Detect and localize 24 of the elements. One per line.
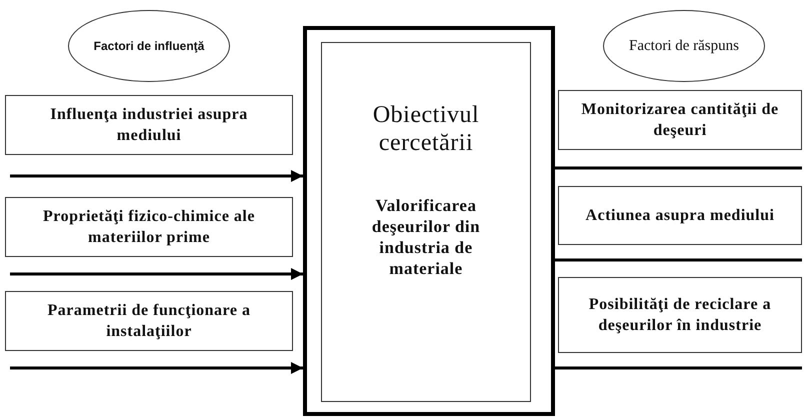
process-box	[5, 95, 293, 155]
box-label: Actiunea asupra mediului	[586, 206, 774, 226]
process-box	[558, 277, 802, 353]
box-label: Monitorizarea cantităţii de deşeuri	[580, 100, 780, 141]
connector-line	[555, 166, 802, 170]
arrow	[10, 268, 303, 280]
connector-line	[555, 366, 802, 370]
box-label: Valorificarea deşeurilor din industria de materiale	[370, 195, 482, 279]
box-label: Influenţa industriei asupra mediului	[49, 105, 249, 146]
process-box	[321, 42, 531, 402]
arrow	[10, 170, 303, 182]
process-box	[5, 197, 293, 257]
box-label: Parametrii de funcţionare a instalaţiilor	[46, 301, 252, 342]
connector-line	[555, 258, 802, 262]
ellipse-label: Factori de răspuns	[629, 36, 739, 56]
arrow	[10, 362, 303, 374]
process-box	[558, 90, 802, 150]
box-label: Posibilităţi de reciclare a deşeurilor în industrie	[588, 295, 772, 336]
box-heading: Obiectivul cercetării	[372, 101, 480, 157]
box-label: Proprietăţi fizico-chimice ale materiilor prime	[42, 207, 256, 248]
frame-box	[303, 26, 555, 416]
process-box	[5, 291, 293, 351]
process-box	[558, 186, 802, 245]
ellipse-label: Factori de influenţă	[94, 38, 204, 54]
